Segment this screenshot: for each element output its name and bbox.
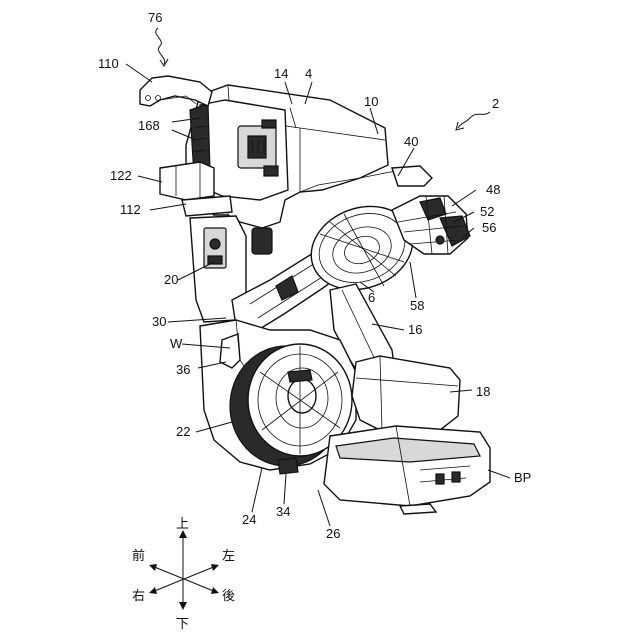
label-W: W [170, 336, 183, 351]
label-122: 122 [110, 168, 132, 183]
label-18: 18 [476, 384, 490, 399]
label-110: 110 [98, 56, 119, 71]
label-56: 56 [482, 220, 496, 235]
label-40: 40 [404, 134, 418, 149]
label-168: 168 [138, 118, 160, 133]
hook-arm [140, 76, 212, 106]
label-14: 14 [274, 66, 288, 81]
label-36: 36 [176, 362, 190, 377]
label-34: 34 [276, 504, 290, 519]
dir-left: 左 [222, 549, 235, 564]
label-6: 6 [368, 290, 375, 305]
foot [278, 458, 298, 474]
connector-socket [248, 136, 266, 158]
label-22: 22 [176, 424, 190, 439]
tool-drawing [140, 76, 490, 514]
label-58: 58 [410, 298, 424, 313]
label-76: 76 [148, 10, 162, 25]
label-26: 26 [326, 526, 340, 541]
battery-mount [352, 356, 460, 430]
small-tab-lower [264, 166, 278, 176]
dir-rear: 後 [222, 589, 235, 604]
label-24: 24 [242, 512, 256, 527]
arrow-rear-icon [211, 587, 219, 594]
dir-down: 下 [176, 617, 189, 632]
dir-right: 右 [132, 589, 145, 604]
arrow-down-icon [179, 602, 187, 610]
label-BP: BP [514, 470, 531, 485]
label-112: 112 [120, 202, 141, 217]
arrow-front-icon [149, 564, 157, 571]
label-52: 52 [480, 204, 494, 219]
small-tab [262, 120, 276, 128]
label-4: 4 [305, 66, 312, 81]
side-button [252, 228, 272, 254]
dir-front: 前 [132, 548, 145, 564]
battery-pack [324, 426, 490, 514]
label-2: 2 [492, 96, 499, 111]
dir-up: 上 [176, 517, 189, 532]
label-10: 10 [364, 94, 378, 109]
side-bracket [160, 162, 214, 200]
label-48: 48 [486, 182, 500, 197]
label-16: 16 [408, 322, 422, 337]
arrow-right-icon [149, 587, 157, 594]
label-30: 30 [152, 314, 166, 329]
arrow-left-icon [211, 564, 219, 571]
direction-compass: 上 下 前 左 右 後 [132, 517, 235, 632]
label-20: 20 [164, 272, 178, 287]
